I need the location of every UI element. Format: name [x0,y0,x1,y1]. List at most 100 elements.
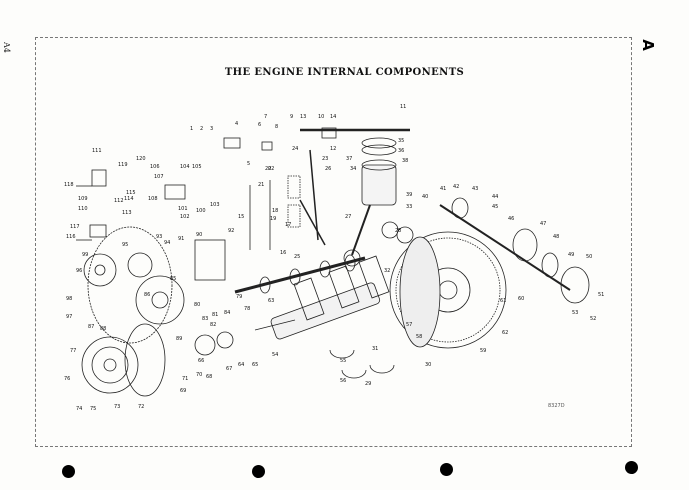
part-callout-number: 77 [70,348,76,354]
part-callout-number: 95 [122,242,128,248]
part-callout-number: 14 [330,114,336,120]
part-callout-number: 44 [492,194,498,200]
part-callout-number: 106 [150,164,160,170]
part-callout-number: 88 [100,326,106,332]
part-callout-number: 17 [285,222,291,228]
part-callout-number: 20 [265,166,271,172]
part-callout-number: 91 [178,236,184,242]
part-callout-number: 51 [598,292,604,298]
part-callout-number: 21 [258,182,264,188]
valve-train-drawing [223,127,410,250]
part-callout-number: 104 [180,164,190,170]
part-callout-number: 25 [294,254,300,260]
part-callout-number: 19 [270,216,276,222]
part-callout-number: 82 [210,322,216,328]
part-callout-number: 101 [178,206,188,212]
part-callout-number: 15 [238,214,244,220]
part-callout-number: 47 [540,221,546,227]
part-callout-number: 116 [66,234,76,240]
part-callout-number: 84 [224,310,230,316]
part-callout-number: 107 [154,174,164,180]
part-callout-number: 69 [180,388,186,394]
part-callout-number: 46 [508,216,514,222]
part-callout-number: 28 [395,228,401,234]
part-callout-number: 6 [258,122,261,128]
part-callout-number: 31 [372,346,378,352]
part-callout-number: 65 [252,362,258,368]
part-callout-number: 92 [228,228,234,234]
part-callout-number: 1 [190,126,193,132]
part-callout-number: 13 [300,114,306,120]
part-callout-number: 18 [272,208,278,214]
part-callout-number: 9 [290,114,293,120]
part-callout-number: 48 [553,234,559,240]
part-callout-number: 85 [170,276,176,282]
part-callout-number: 71 [182,376,188,382]
part-callout-number: 10 [318,114,324,120]
part-callout-number: 74 [76,406,82,412]
part-callout-number: 35 [398,138,404,144]
part-callout-number: 56 [340,378,346,384]
part-callout-number: 66 [198,358,204,364]
punch-hole [252,465,265,478]
part-callout-number: 57 [406,322,412,328]
part-callout-number: 3 [210,126,213,132]
part-callout-number: 76 [64,376,70,382]
part-callout-number: 42 [453,184,459,190]
crankshaft-drawing [254,255,390,340]
part-callout-number: 105 [192,164,202,170]
part-callout-number: 60 [518,296,524,302]
part-callout-number: 98 [66,296,72,302]
part-callout-number: 52 [590,316,596,322]
punch-hole [62,465,75,478]
rocker-parts-drawing [76,169,226,281]
camshaft-drawing [234,254,366,294]
part-callout-number: 102 [180,214,190,220]
part-callout-number: 81 [212,312,218,318]
timing-chain-drawing [83,226,185,344]
part-callout-number: 39 [406,192,412,198]
part-callout-number: 96 [76,268,82,274]
part-callout-number: 114 [124,196,134,202]
part-callout-number: 2 [200,126,203,132]
part-callout-number: 8 [275,124,278,130]
part-callout-number: 11 [400,104,406,110]
part-callout-number: 109 [78,196,88,202]
part-callout-number: 64 [238,362,244,368]
part-callout-number: 78 [244,306,250,312]
part-callout-number: 37 [346,156,352,162]
part-callout-number: 50 [586,254,592,260]
part-callout-number: 40 [422,194,428,200]
part-callout-number: 53 [572,310,578,316]
part-callout-number: 94 [164,240,170,246]
part-callout-number: 55 [340,358,346,364]
crank-pulley-drawing [81,323,166,397]
part-callout-number: 26 [325,166,331,172]
part-callout-number: 118 [64,182,74,188]
punch-hole [440,463,453,476]
part-callout-number: 99 [82,252,88,258]
part-callout-number: 45 [492,204,498,210]
part-callout-number: 93 [156,234,162,240]
part-callout-number: 110 [78,206,88,212]
part-callout-number: 54 [272,352,278,358]
part-callout-number: 29 [365,381,371,387]
part-callout-number: 34 [350,166,356,172]
part-callout-number: 70 [196,372,202,378]
part-callout-number: 113 [122,210,132,216]
part-callout-number: 41 [440,186,446,192]
part-callout-number: 119 [118,162,128,168]
part-callout-number: 87 [88,324,94,330]
part-callout-number: 79 [236,294,242,300]
part-callout-number: 32 [384,268,390,274]
part-callout-number: 62 [502,330,508,336]
part-callout-number: 72 [138,404,144,410]
part-callout-number: 111 [92,148,102,154]
part-callout-number: 90 [196,232,202,238]
part-callout-number: 30 [425,362,431,368]
part-callout-number: 61 [500,298,506,304]
part-callout-number: 27 [345,214,351,220]
part-callout-number: 59 [480,348,486,354]
